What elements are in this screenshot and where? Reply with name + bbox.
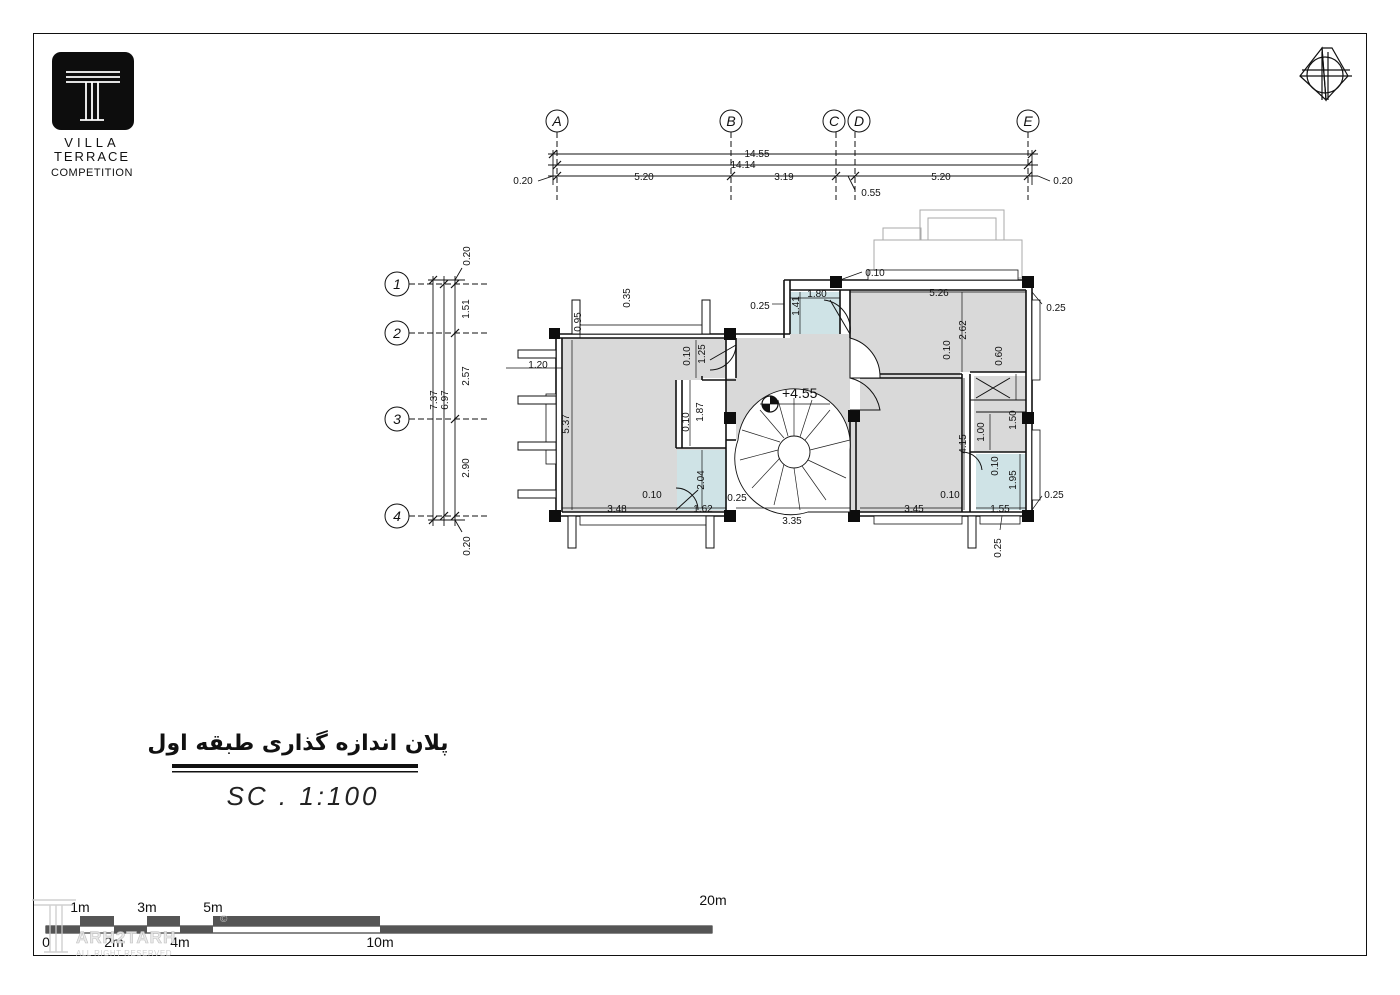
dim-1-00: 1.00 bbox=[976, 422, 987, 442]
dim-span-23: 2.57 bbox=[461, 366, 472, 386]
dim-1-80: 1.80 bbox=[807, 289, 827, 300]
dim-0-10-a: 0.10 bbox=[682, 346, 693, 366]
dim-edge-right: 0.20 bbox=[1053, 176, 1073, 187]
dim-3-45: 3.45 bbox=[904, 504, 924, 515]
dim-span-12: 1.51 bbox=[461, 299, 472, 319]
balcony-brackets bbox=[517, 299, 977, 549]
scale-label-1m: 1m bbox=[70, 899, 89, 915]
scale-label: SC . 1:100 bbox=[227, 781, 380, 811]
scale-label-2m: 2m bbox=[104, 934, 123, 950]
watermark-rights: ALL RIGHT RESERVED bbox=[76, 949, 172, 958]
dim-0-10-d: 0.10 bbox=[865, 268, 885, 279]
dim-edge-left: 0.20 bbox=[513, 176, 533, 187]
dim-1-20: 1.20 bbox=[528, 360, 548, 371]
logo-line2: TERRACE bbox=[54, 149, 130, 164]
top-dimension-lines bbox=[537, 150, 1051, 191]
title-block: پلان اندازه گذاری طبقه اول SC . 1:100 bbox=[147, 729, 448, 811]
dim-5-26: 5.26 bbox=[929, 288, 949, 299]
dim-span-ab: 5.20 bbox=[634, 172, 654, 183]
dim-2-62: 2.62 bbox=[958, 320, 969, 340]
logo-t-icon bbox=[66, 71, 120, 121]
dim-left-bottom-edge: 0.20 bbox=[462, 536, 473, 556]
dim-span-bc: 3.19 bbox=[774, 172, 794, 183]
dim-0-35: 0.35 bbox=[622, 288, 633, 308]
dim-0-10-e: 0.10 bbox=[942, 340, 953, 360]
graphic-scale-bar: 1m 3m 5m 20m 0 2m 4m 10m bbox=[42, 892, 727, 950]
dim-1-62: 1.62 bbox=[693, 504, 713, 515]
dim-overall-outer: 14.55 bbox=[744, 149, 769, 160]
dim-span-de: 5.20 bbox=[931, 172, 951, 183]
dim-1-55: 1.55 bbox=[990, 504, 1010, 515]
dim-span-cd: 0.55 bbox=[861, 188, 881, 199]
dim-0-60: 0.60 bbox=[994, 346, 1005, 366]
axis-label-e: E bbox=[1023, 113, 1033, 129]
interior-dimension-lines bbox=[506, 271, 1043, 531]
dim-4-15: 4.15 bbox=[958, 434, 969, 454]
dim-0-95: 0.95 bbox=[573, 312, 584, 332]
dim-0-10-g: 0.10 bbox=[940, 490, 960, 501]
logo-badge bbox=[52, 52, 134, 130]
plan-title: پلان اندازه گذاری طبقه اول bbox=[147, 729, 448, 756]
interior-dimension-labels: 0.35 0.95 1.20 5.37 0.10 1.25 0.10 1.87 … bbox=[528, 268, 1066, 558]
watermark-logo-icon bbox=[32, 899, 76, 953]
spiral-stair-icon bbox=[734, 388, 851, 516]
column-axes bbox=[545, 109, 1040, 200]
scale-label-10m: 10m bbox=[366, 934, 393, 950]
dim-left-overall-inner: 6.97 bbox=[440, 390, 451, 410]
floor-plan: +4.55 bbox=[506, 209, 1066, 558]
dim-0-25-c: 0.25 bbox=[1046, 303, 1066, 314]
axis-label-c: C bbox=[829, 113, 840, 129]
dim-overall-inner: 14.14 bbox=[730, 160, 755, 171]
axis-label-b: B bbox=[726, 113, 735, 129]
scale-label-4m: 4m bbox=[170, 934, 189, 950]
dim-0-10-f: 0.10 bbox=[990, 456, 1001, 476]
dim-2-04: 2.04 bbox=[696, 470, 707, 490]
dim-left-top-edge: 0.20 bbox=[462, 246, 473, 266]
dim-0-25-d: 0.25 bbox=[1044, 490, 1064, 501]
axis-label-a: A bbox=[551, 113, 561, 129]
dim-5-37: 5.37 bbox=[561, 414, 572, 434]
dim-1-95: 1.95 bbox=[1008, 470, 1019, 490]
logo: VILLA TERRACE COMPETITION bbox=[51, 52, 134, 179]
watermark: ARH2TARH © ALL RIGHT RESERVED bbox=[32, 899, 228, 958]
structural-columns bbox=[549, 276, 1034, 522]
axis-label-2: 2 bbox=[392, 325, 401, 341]
dim-span-34: 2.90 bbox=[461, 458, 472, 478]
scale-label-3m: 3m bbox=[137, 899, 156, 915]
dim-0-25-e: 0.25 bbox=[993, 538, 1004, 558]
logo-line1: VILLA bbox=[64, 135, 119, 150]
row-axes bbox=[384, 271, 490, 529]
dim-1-87: 1.87 bbox=[695, 402, 706, 422]
north-arrow-icon bbox=[1299, 46, 1352, 102]
dim-0-10-b: 0.10 bbox=[681, 412, 692, 432]
sheet-frame bbox=[33, 33, 1367, 956]
logo-line3: COMPETITION bbox=[51, 167, 133, 179]
watermark-mark: © bbox=[220, 914, 228, 925]
axis-label-3: 3 bbox=[393, 411, 401, 427]
dim-3-35: 3.35 bbox=[782, 516, 802, 527]
watermark-brand: ARH2TARH bbox=[76, 928, 176, 947]
dim-1-25: 1.25 bbox=[697, 344, 708, 364]
left-dimension-lines bbox=[428, 267, 465, 533]
dim-1-41: 1.41 bbox=[791, 296, 802, 316]
axis-label-4: 4 bbox=[393, 508, 401, 524]
level-marker-icon bbox=[760, 395, 830, 413]
dim-0-25-a: 0.25 bbox=[727, 493, 747, 504]
axis-label-1: 1 bbox=[393, 276, 401, 292]
dim-3-48: 3.48 bbox=[607, 504, 627, 515]
dim-0-25-b: 0.25 bbox=[750, 301, 770, 312]
doors bbox=[675, 299, 1026, 511]
axis-label-d: D bbox=[854, 113, 864, 129]
scale-label-0: 0 bbox=[42, 934, 50, 950]
scale-label-20m: 20m bbox=[699, 892, 726, 908]
level-value: +4.55 bbox=[782, 385, 818, 401]
dim-0-10-c: 0.10 bbox=[642, 490, 662, 501]
dim-1-50: 1.50 bbox=[1008, 410, 1019, 430]
windows bbox=[545, 269, 1041, 526]
dim-left-overall-outer: 7.37 bbox=[429, 390, 440, 410]
scale-label-5m: 5m bbox=[203, 899, 222, 915]
